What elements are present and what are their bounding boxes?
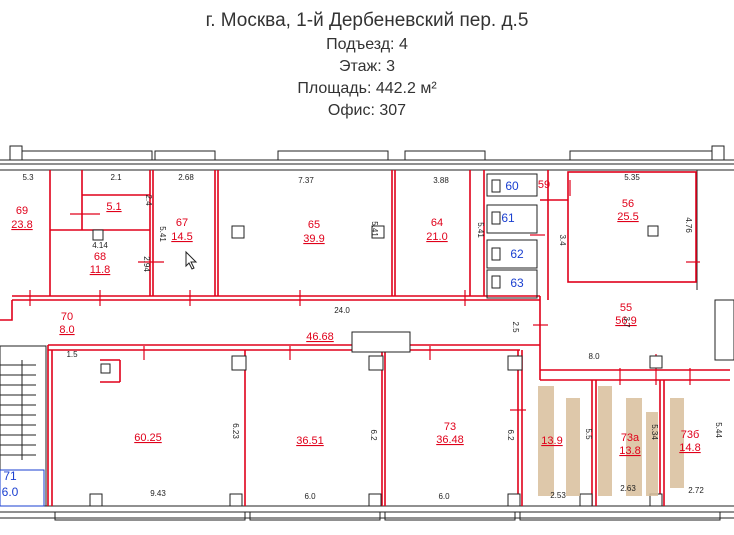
room-73b-number: 73б bbox=[681, 429, 700, 441]
room-60-25-area: 60.25 bbox=[134, 432, 162, 444]
dimension-label: 6.23 bbox=[231, 423, 240, 439]
dimension-label: 5.35 bbox=[624, 173, 640, 182]
room-56-area: 25.5 bbox=[617, 211, 638, 223]
room-73-area: 36.48 bbox=[436, 434, 464, 446]
room-70-area: 8.0 bbox=[59, 324, 74, 336]
dimension-label: 1.5 bbox=[66, 350, 78, 359]
room-59-number: 59 bbox=[538, 179, 550, 191]
room-64-number: 64 bbox=[431, 217, 443, 229]
dimension-label: 8.0 bbox=[588, 352, 600, 361]
dimension-label: 6.0 bbox=[438, 492, 450, 501]
dimension-label: 2.94 bbox=[142, 256, 151, 272]
room-67-number: 67 bbox=[176, 217, 188, 229]
wc-block bbox=[486, 173, 538, 299]
dimension-label: 5.34 bbox=[650, 424, 659, 440]
columns bbox=[89, 225, 663, 507]
room-60-number: 60 bbox=[505, 179, 519, 193]
dimension-label: 6.2 bbox=[369, 429, 378, 441]
plan-header: г. Москва, 1-й Дербеневский пер. д.5 Под… bbox=[0, 8, 734, 122]
dimension-label: 24.0 bbox=[334, 306, 350, 315]
dimension-label: 2.1 bbox=[110, 173, 122, 182]
room-64-area: 21.0 bbox=[426, 231, 447, 243]
room-73a-number: 73а bbox=[621, 432, 640, 444]
dimension-label: 6.0 bbox=[304, 492, 316, 501]
room-55-area: 56.9 bbox=[615, 315, 636, 327]
dimension-label: 3.7 bbox=[622, 316, 631, 328]
room-70-number: 70 bbox=[61, 311, 73, 323]
dimension-label: 5.44 bbox=[714, 422, 723, 438]
room-68-number: 68 bbox=[94, 251, 106, 263]
corridor-area: 46.68 bbox=[306, 331, 334, 343]
dimension-labels: 5.3 2.1 2.68 7.37 3.88 5.35 2.4 5.41 5.4… bbox=[22, 173, 723, 501]
dimension-label: 2.5 bbox=[511, 321, 520, 333]
dimension-label: 5.41 bbox=[158, 226, 167, 242]
room-13-9-area: 13.9 bbox=[541, 435, 562, 447]
dimension-label: 4.14 bbox=[92, 241, 108, 250]
cursor-icon bbox=[185, 250, 198, 270]
room-73b-area: 14.8 bbox=[679, 442, 700, 454]
building-outline bbox=[0, 145, 734, 521]
room-71-area: 6.0 bbox=[2, 485, 19, 499]
dimension-label: 9.43 bbox=[150, 489, 166, 498]
floor-label: Этаж: 3 bbox=[338, 58, 396, 75]
room-labels: 69 23.8 5.1 67 14.5 68 11.8 65 39.9 64 2… bbox=[2, 179, 701, 499]
room-65-number: 65 bbox=[308, 219, 320, 231]
room-73-number: 73 bbox=[444, 421, 456, 433]
dimension-label: 2.72 bbox=[688, 486, 704, 495]
dimension-label: 7.37 bbox=[298, 176, 314, 185]
room-56-number: 56 bbox=[622, 198, 634, 210]
room-71-number: 71 bbox=[3, 469, 17, 483]
staircase bbox=[0, 345, 47, 507]
dimension-label: 5.3 bbox=[22, 173, 34, 182]
dimension-label: 3.88 bbox=[433, 176, 449, 185]
room-69-sub-area: 5.1 bbox=[106, 201, 121, 213]
dimension-label: 2.53 bbox=[550, 491, 566, 500]
dimension-label: 5.41 bbox=[476, 222, 485, 238]
dimension-label: 2.4 bbox=[144, 194, 153, 206]
room-67-area: 14.5 bbox=[171, 231, 192, 243]
furniture bbox=[538, 386, 684, 496]
door-marks bbox=[29, 180, 700, 411]
dimension-label: 3.4 bbox=[558, 234, 567, 246]
room-55-number: 55 bbox=[620, 302, 632, 314]
address-title: г. Москва, 1-й Дербеневский пер. д.5 bbox=[205, 10, 529, 31]
room-69-number: 69 bbox=[16, 205, 28, 217]
dimension-label: 2.68 bbox=[178, 173, 194, 182]
room-61-number: 61 bbox=[501, 211, 515, 225]
room-73a-area: 13.8 bbox=[619, 445, 640, 457]
office-label: Офис: 307 bbox=[327, 102, 407, 119]
area-label: Площадь: 442.2 м² bbox=[297, 80, 437, 97]
room-63-number: 63 bbox=[510, 276, 524, 290]
dimension-label: 6.2 bbox=[506, 429, 515, 441]
entrance-label: Подъезд: 4 bbox=[326, 36, 408, 53]
room-69-area: 23.8 bbox=[11, 219, 32, 231]
room-62-number: 62 bbox=[510, 247, 524, 261]
dimension-label: 5.5 bbox=[584, 428, 593, 440]
room-65-area: 39.9 bbox=[303, 233, 324, 245]
dimension-label: 4.76 bbox=[684, 217, 693, 233]
dimension-label: 2.63 bbox=[620, 484, 636, 493]
room-68-area: 11.8 bbox=[90, 264, 111, 276]
room-36-51-area: 36.51 bbox=[296, 435, 324, 447]
dimension-label: 5.41 bbox=[370, 221, 379, 237]
